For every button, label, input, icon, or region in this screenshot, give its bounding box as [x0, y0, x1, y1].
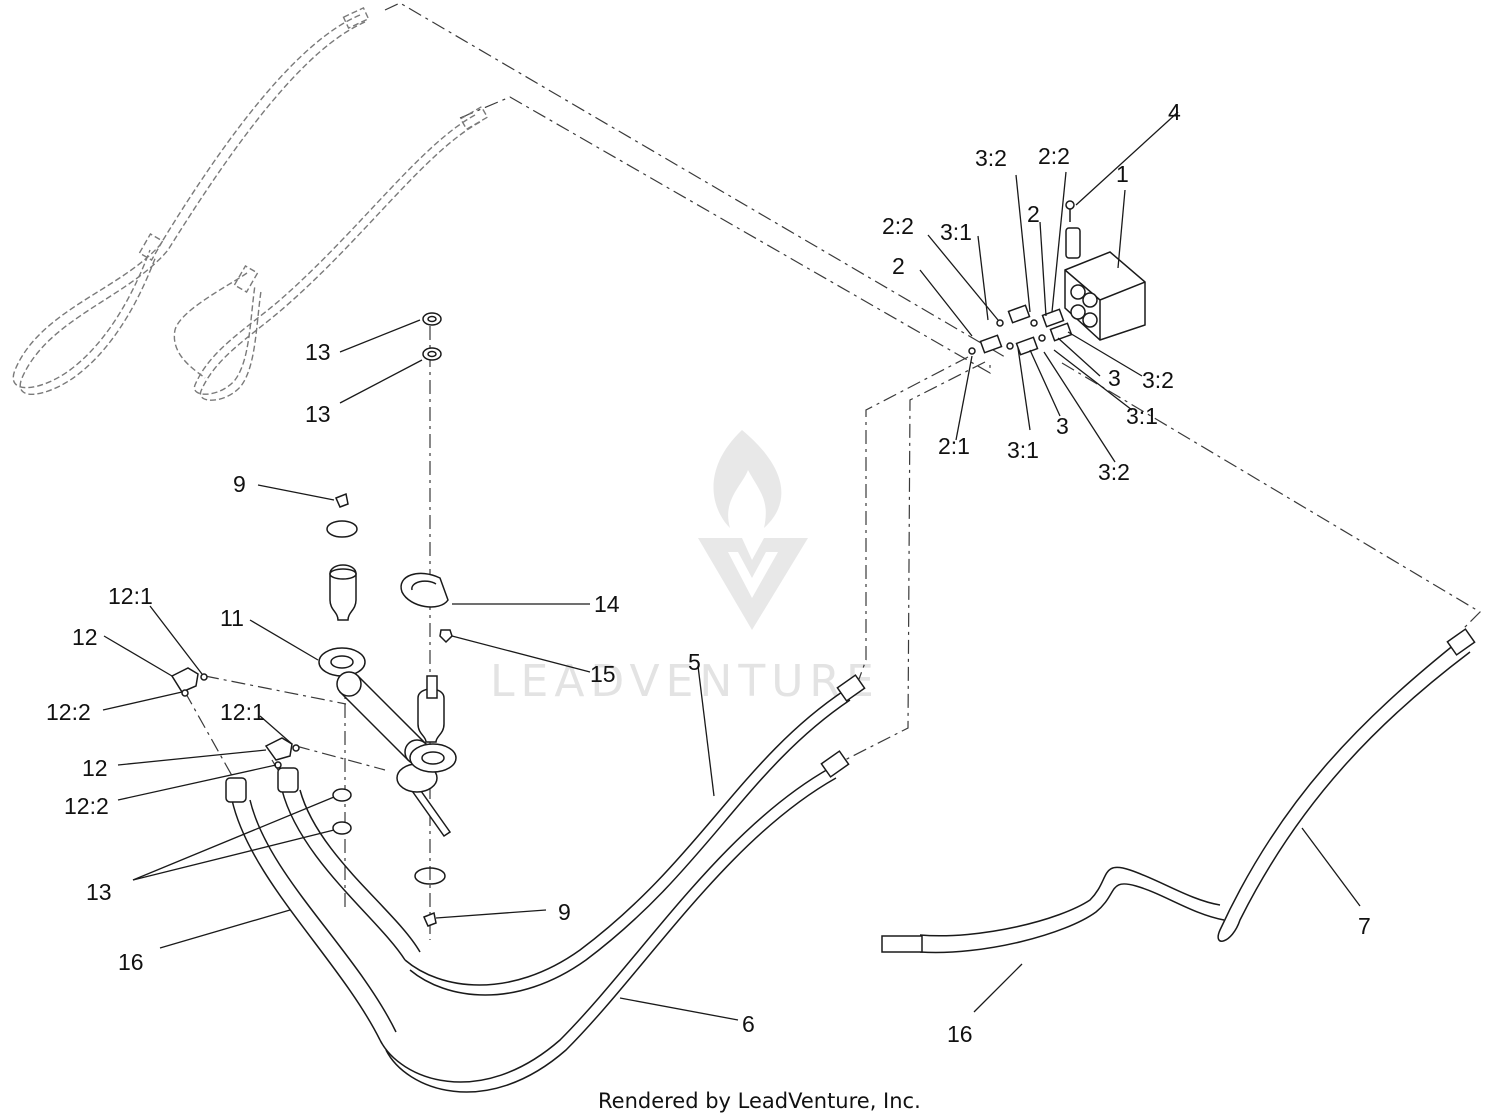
reference-lines [184, 2, 1481, 940]
callout-13: 13 [305, 401, 331, 427]
callout-3-2: 3:2 [975, 145, 1007, 171]
hose-16-right [919, 866, 1221, 937]
callout-16: 16 [947, 1021, 973, 1047]
hose-7 [1217, 639, 1471, 942]
hoses [225, 628, 1476, 1093]
nut [332, 788, 352, 802]
callout-2: 2 [1027, 201, 1040, 227]
retaining-ring [414, 867, 446, 885]
phantom-hoses [12, 6, 489, 401]
grease-fitting [334, 492, 349, 508]
callout-2-2: 2:2 [882, 213, 914, 239]
valve-assembly [968, 200, 1146, 356]
callout-12-2: 12:2 [64, 793, 109, 819]
valve-spool [1065, 227, 1081, 259]
hose-16-left [231, 799, 381, 1041]
hose-5 [404, 689, 846, 986]
callout-12-2: 12:2 [46, 699, 91, 725]
callout-9: 9 [233, 471, 246, 497]
callout-3-2: 3:2 [1098, 459, 1130, 485]
footer-credit: Rendered by LeadVenture, Inc. [598, 1089, 921, 1113]
grease-fitting [422, 911, 437, 927]
cable-clamp [400, 572, 449, 608]
callout-3: 3 [1056, 413, 1069, 439]
callout-7: 7 [1358, 913, 1371, 939]
callout-3-2: 3:2 [1142, 367, 1174, 393]
callout-11: 11 [220, 605, 244, 631]
callout-2-2: 2:2 [1038, 143, 1070, 169]
callouts: 1 4 3:2 2:2 2 2:2 3:1 2 3 3:2 3:1 3 2:1 … [46, 99, 1371, 1047]
watermark: LEADVENTURE [490, 430, 880, 707]
watermark-text: LEADVENTURE [490, 656, 880, 707]
callout-9: 9 [558, 899, 571, 925]
callout-3-1: 3:1 [1126, 403, 1158, 429]
callout-12: 12 [82, 755, 108, 781]
v-logo-icon [698, 538, 808, 630]
cylinder-assembly [170, 312, 457, 927]
callout-2: 2 [892, 253, 905, 279]
callout-12-1: 12:1 [220, 699, 265, 725]
screw [439, 629, 453, 644]
callout-13: 13 [305, 339, 331, 365]
callout-12: 12 [72, 624, 98, 650]
callout-4: 4 [1168, 99, 1181, 125]
elbow-fitting [170, 667, 199, 693]
callout-12-1: 12:1 [108, 583, 153, 609]
leader-lines [102, 111, 1361, 1021]
callout-3: 3 [1108, 365, 1121, 391]
callout-1: 1 [1116, 161, 1129, 187]
callout-5: 5 [688, 649, 701, 675]
callout-15: 15 [590, 661, 616, 687]
hose-6 [379, 767, 831, 1083]
callout-2-1: 2:1 [938, 433, 970, 459]
callout-6: 6 [742, 1011, 755, 1037]
flame-logo-icon [713, 430, 782, 528]
callout-14: 14 [594, 591, 620, 617]
nut [332, 821, 352, 835]
callout-13: 13 [86, 879, 112, 905]
elbow-fitting [264, 737, 293, 761]
retaining-ring [326, 520, 358, 538]
callout-3-1: 3:1 [940, 219, 972, 245]
callout-3-1: 3:1 [1007, 437, 1039, 463]
callout-16: 16 [118, 949, 144, 975]
